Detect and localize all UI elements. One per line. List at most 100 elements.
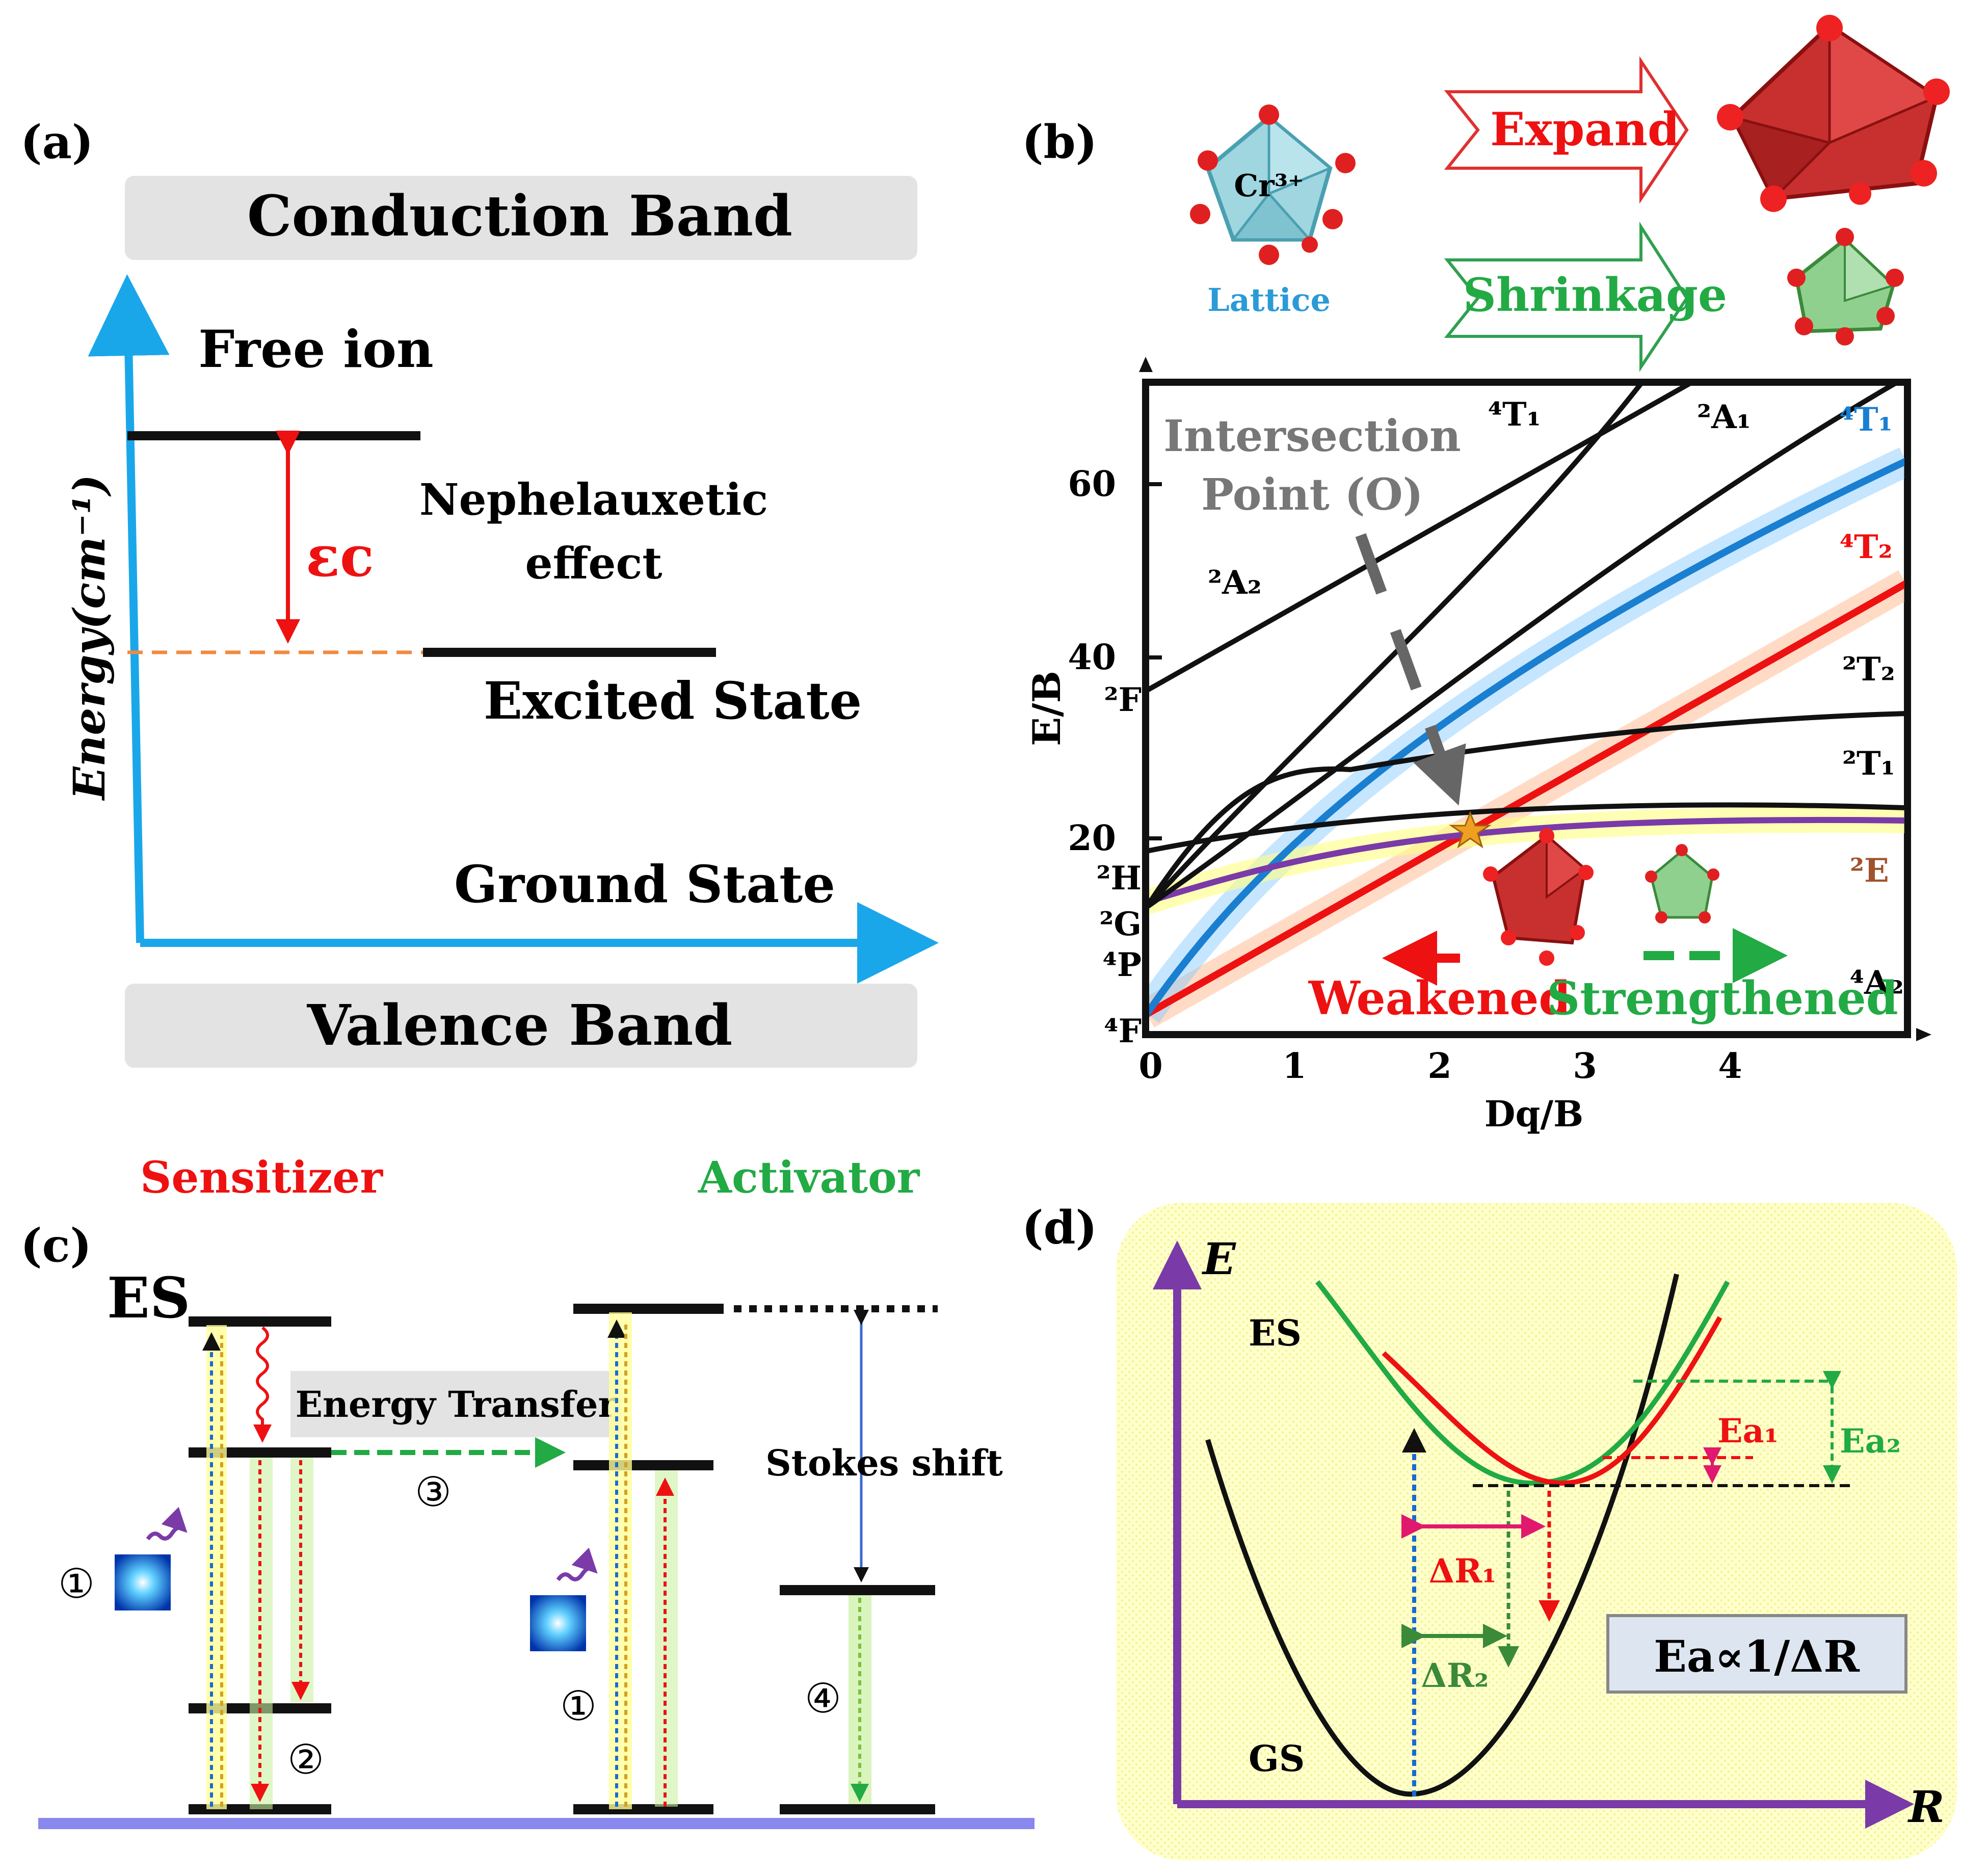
x-tick-4: 4 — [1718, 1046, 1742, 1087]
green-octahedron-inset-icon — [1645, 844, 1719, 923]
valence-band-label: Valence Band — [307, 992, 733, 1058]
energy-transfer-box — [290, 1371, 622, 1437]
label-4A2: ⁴A₂ — [1850, 964, 1904, 1002]
cr-ion-label: Cr³⁺ — [1234, 168, 1304, 204]
es-label-c: ES — [107, 1265, 190, 1331]
x-ticks: 0 1 2 3 4 — [1138, 1046, 1742, 1087]
term-2F: ²F — [1104, 681, 1142, 719]
dr1-label: ΔR₁ — [1429, 1552, 1497, 1591]
activator-label: Activator — [698, 1152, 920, 1203]
ea2-label: Ea₂ — [1840, 1422, 1901, 1461]
formula-box — [1606, 1614, 1907, 1694]
dr2-label: ΔR₂ — [1421, 1656, 1489, 1695]
curve-4T1-blue — [1149, 458, 1904, 1016]
formula-label: Ea∝1/ΔR — [1654, 1631, 1860, 1682]
y-tick-40: 40 — [1068, 637, 1116, 678]
strengthened-label: Strengthened — [1547, 971, 1898, 1025]
step-2: ② — [287, 1736, 324, 1783]
panel-b: (b) Cr³⁺ Lattice Expand Shrinkage — [1022, 15, 1950, 1135]
excitation-wave-icon-2 — [556, 1547, 598, 1581]
intersection-star-icon — [1449, 810, 1492, 849]
es-parabola-red — [1382, 1316, 1722, 1486]
nephelauxetic-line1: Nephelauxetic — [419, 474, 768, 525]
gs-parabola — [1205, 1273, 1679, 1797]
d-gs-label: GS — [1249, 1737, 1305, 1780]
expand-arrow-icon — [1444, 56, 1689, 204]
lattice-label: Lattice — [1207, 281, 1331, 319]
step-3: ③ — [415, 1468, 452, 1516]
free-ion-terms: ⁴F ⁴P ²G ²H ²F — [1097, 681, 1142, 1050]
y-ticks: 20 40 60 — [1068, 464, 1162, 859]
d-e-label: E — [1202, 1234, 1236, 1285]
label-2A1: ²A₁ — [1697, 398, 1751, 436]
step-4: ④ — [805, 1675, 841, 1722]
shrunk-octahedron-icon — [1787, 228, 1904, 346]
led-icon-activator — [530, 1595, 586, 1651]
panel-a-label: (a) — [20, 115, 93, 169]
free-ion-label: Free ion — [198, 319, 433, 379]
conduction-band-box — [125, 176, 917, 260]
ea1-label: Ea₁ — [1717, 1412, 1779, 1450]
excitation-wave-icon-1 — [146, 1507, 188, 1541]
stokes-shift-label: Stokes shift — [765, 1442, 1003, 1484]
es-parabola-green — [1315, 1280, 1730, 1486]
label-4T1-blue: ⁴T₁ — [1840, 401, 1893, 439]
label-4T1-top: ⁴T₁ — [1488, 395, 1541, 434]
x-tick-2: 2 — [1427, 1046, 1451, 1087]
term-4F: ⁴F — [1104, 1012, 1142, 1050]
step-1-sens: ① — [58, 1560, 95, 1607]
panel-d-label: (d) — [1022, 1201, 1097, 1255]
label-2T2: ²T₂ — [1842, 650, 1895, 689]
ec-label: εc — [306, 523, 374, 589]
d-r-label: R — [1907, 1782, 1945, 1833]
sens-relaxation-arrow — [253, 1326, 272, 1443]
nephelauxetic-line2: effect — [525, 538, 662, 589]
tanabe-plot-frame — [1142, 379, 1911, 1038]
energy-transfer-label: Energy Transfer — [296, 1383, 618, 1425]
shrinkage-arrow-icon — [1444, 221, 1689, 372]
y-tick-60: 60 — [1068, 464, 1116, 505]
weakened-label: Weakened — [1308, 971, 1571, 1025]
excited-state-label: Excited State — [484, 671, 862, 731]
ground-state-label: Ground State — [454, 854, 835, 914]
x-tick-3: 3 — [1573, 1046, 1597, 1087]
term-2G: ²G — [1099, 905, 1142, 943]
curve-2T1 — [1149, 802, 1904, 854]
curve-4T2 — [1149, 580, 1904, 1017]
curve-2E — [1149, 816, 1904, 905]
x-tick-0: 0 — [1138, 1046, 1162, 1087]
energy-axis — [88, 274, 170, 943]
label-2E: ²E — [1850, 852, 1889, 890]
conduction-band-label: Conduction Band — [247, 183, 792, 249]
x-tick-1: 1 — [1282, 1046, 1306, 1087]
panel-d: (d) E R ES GS Ea₁ Ea₂ ΔR₁ ΔR₂ Ea∝1/ΔR — [1022, 1201, 1957, 1860]
expand-label: Expand — [1490, 102, 1680, 156]
panel-a: (a) Conduction Band Valence Band Energy(… — [20, 115, 939, 1068]
cr-octahedron-icon — [1190, 104, 1356, 265]
label-2A2: ²A₂ — [1208, 564, 1262, 602]
panel-d-background — [1116, 1203, 1957, 1860]
label-2T1: ²T₁ — [1842, 745, 1895, 783]
red-octahedron-inset-icon — [1483, 828, 1594, 966]
curve-labels: ⁴T₁ ²A₁ ⁴T₁ ⁴T₂ ²A₂ ²T₂ ²T₁ ²E ⁴A₂ — [1208, 395, 1904, 1002]
intersection-pointer — [1355, 533, 1466, 806]
shrinkage-label: Shrinkage — [1463, 268, 1727, 322]
intersection-line2: Point (O) — [1201, 469, 1423, 520]
b-ylabel: E/B — [1024, 671, 1069, 746]
label-4T2: ⁴T₂ — [1840, 528, 1893, 566]
term-4P: ⁴P — [1103, 946, 1142, 984]
panel-c: Sensitizer Activator (c) ES Energy Trans… — [20, 1152, 1035, 1829]
sensitizer-label: Sensitizer — [140, 1152, 383, 1203]
panel-b-label: (b) — [1022, 115, 1097, 169]
led-icon-sensitizer — [115, 1554, 171, 1610]
intersection-line1: Intersection — [1163, 411, 1461, 462]
d-es-label: ES — [1249, 1312, 1302, 1354]
curve-2A1 — [1149, 386, 1642, 908]
step-1-act: ① — [560, 1682, 597, 1730]
tanabe-curves — [1149, 386, 1904, 1028]
valence-band-box — [125, 984, 917, 1068]
energy-axis-label: Energy(cm⁻¹) — [64, 474, 115, 801]
expanded-octahedron-icon — [1717, 15, 1950, 212]
b-xlabel: Dq/B — [1485, 1093, 1583, 1135]
